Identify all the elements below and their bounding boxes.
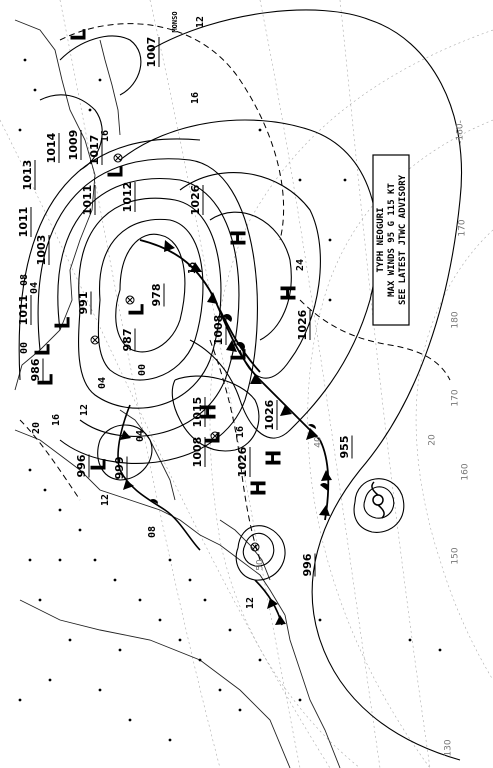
advisory-line-1: TYPH NEOGURI — [376, 207, 386, 272]
high-center-label: H — [277, 285, 301, 302]
coordinate-label: 20 — [428, 434, 438, 446]
coordinate-label: 130 — [444, 739, 454, 756]
thickness-label: 00 — [137, 364, 148, 376]
thickness-label: 08 — [147, 526, 158, 538]
low-center-label: L — [87, 458, 111, 471]
thickness-labels: 12161624121612162012040008040008041612 — [19, 16, 392, 609]
thickness-label: 24 — [295, 259, 306, 271]
isobar-label: 999 — [113, 457, 126, 480]
isobar-label: 978 — [150, 284, 163, 307]
advisory-line-3: SEE LATEST JTWC ADVISORY — [398, 174, 408, 305]
isobar-label: 1017 — [88, 135, 101, 166]
monsoon-label: MONSO — [171, 11, 179, 32]
warm-front — [219, 309, 329, 491]
high-center-label: H — [197, 404, 221, 421]
isobar-label: 1026 — [296, 309, 309, 340]
isobar-labels: 1007 1012 1026 1008 1026 1015 1008 1026 1026 955 9… — [17, 37, 353, 577]
coordinate-label: 160 — [461, 463, 471, 480]
low-center-label: L — [125, 303, 149, 316]
station-plots — [18, 58, 442, 742]
isobar-label: 991 — [77, 292, 90, 315]
isobar-label: 1008 — [191, 437, 204, 468]
isobar-label: 1003 — [35, 235, 48, 266]
low-center-crosses — [90, 153, 260, 552]
thickness-label: 12 — [100, 494, 111, 506]
isobar-label: 1026 — [263, 399, 276, 430]
thickness-label: 20 — [31, 422, 42, 434]
isobar-label: 996 — [75, 454, 88, 477]
isobar-label: 996 — [301, 553, 314, 576]
isobar-label: 1026 — [189, 184, 202, 215]
isobar-label: 986 — [29, 358, 42, 381]
occluded-front — [117, 404, 286, 626]
thickness-label: 04 — [97, 377, 108, 389]
thickness-label: 12 — [195, 16, 206, 28]
advisory-line-2: MAX WINDS 95 G 115 KT — [387, 183, 397, 297]
thickness-label: 04 — [29, 282, 40, 294]
typhoon-advisory-box: TYPH NEOGURI MAX WINDS 95 G 115 KT SEE L… — [372, 154, 410, 326]
coordinate-label: 40 — [314, 436, 324, 448]
thickness-label: 04 — [135, 430, 146, 442]
coordinate-label: 180 — [451, 311, 461, 328]
low-center-label: L — [201, 431, 225, 444]
low-center-label: L — [67, 28, 91, 41]
isobar-label: 1011 — [17, 207, 30, 238]
high-center-label: H — [247, 480, 271, 497]
coastlines — [14, 19, 341, 768]
isobar-label: 1007 — [145, 37, 158, 68]
thickness-label: 16 — [51, 414, 62, 426]
isobar-label: 1015 — [191, 397, 204, 428]
isobars — [18, 9, 463, 761]
thickness-label: 16 — [187, 262, 198, 274]
cold-front — [139, 239, 332, 521]
isobar-label: 1014 — [45, 132, 58, 163]
isobar-label: 1008 — [212, 315, 225, 346]
isobar-label: 1013 — [21, 160, 34, 191]
thickness-label: 16 — [235, 426, 246, 438]
low-center-label: L — [31, 343, 55, 356]
low-center-label: L — [104, 165, 128, 178]
low-pressure-centers: L L L L L L L L L — [31, 28, 251, 471]
isobar-label: 1026 — [236, 446, 249, 477]
high-center-label: H — [262, 450, 286, 467]
coordinate-labels: -160- 170 180 170 160 150 40 20 130 50 — [256, 120, 471, 756]
isobar-label: 1011 — [17, 295, 30, 326]
isobar-label: 1012 — [121, 182, 134, 213]
thickness-label: 00 — [19, 342, 30, 354]
typhoon-symbol — [371, 481, 385, 519]
thickness-label: 16 — [190, 92, 201, 104]
thickness-label: 12 — [79, 404, 90, 416]
isobar-label: 955 — [338, 436, 351, 459]
coordinate-label: -160- — [456, 120, 466, 144]
coordinate-label: 170 — [451, 389, 461, 406]
coordinate-label: 170 — [458, 219, 468, 236]
coordinate-label: 50 — [256, 559, 266, 571]
thickness-label: 16 — [100, 130, 111, 142]
high-center-label: H — [227, 230, 251, 247]
low-center-label: L — [51, 316, 75, 329]
coordinate-label: 150 — [451, 547, 461, 564]
thickness-label: 12 — [245, 597, 256, 609]
low-center-label: L — [227, 348, 251, 361]
thickness-label: 08 — [19, 274, 30, 286]
isobar-label: 1011 — [81, 185, 94, 216]
isobar-label: 1009 — [67, 130, 80, 161]
low-center-label: L — [34, 373, 58, 386]
isobar-label: 987 — [121, 329, 134, 352]
dashed-thickness-lines — [19, 23, 451, 561]
